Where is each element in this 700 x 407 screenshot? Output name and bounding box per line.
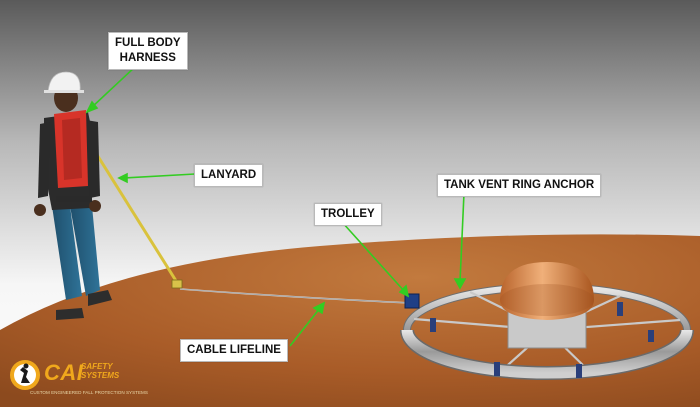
callout-cable-lifeline-label: CABLE LIFELINE [187, 344, 281, 356]
cai-logo: CAI SAFETY SYSTEMS CUSTOM ENGINEERED FAL… [8, 356, 148, 402]
lanyard-line [92, 149, 180, 285]
hard-hat [47, 71, 81, 93]
logo-line2: SYSTEMS [81, 371, 120, 380]
logo-safety-systems: SAFETY SYSTEMS [81, 362, 119, 380]
callout-lanyard: LANYARD [194, 164, 264, 187]
vent-dome [500, 262, 594, 320]
callout-trolley: TROLLEY [314, 203, 382, 226]
ring-clamps [430, 302, 654, 378]
logo-line1: SAFETY [81, 362, 113, 371]
callout-tank-vent-ring-anchor-label: TANK VENT RING ANCHOR [444, 179, 595, 191]
logo-emblem-icon [10, 360, 40, 390]
callout-cable-lifeline: CABLE LIFELINE [180, 339, 288, 362]
trolley [404, 293, 420, 309]
callout-arrows [85, 65, 467, 347]
callout-trolley-label: TROLLEY [321, 208, 375, 220]
callout-full-body-harness-label: FULL BODY HARNESS [115, 37, 181, 64]
logo-brand: CAI [44, 360, 84, 385]
worker-figure [34, 71, 112, 320]
callout-lanyard-label: LANYARD [201, 169, 257, 181]
logo-tagline: CUSTOM ENGINEERED FALL PROTECTION SYSTEM… [30, 390, 148, 395]
callout-tank-vent-ring-anchor: TANK VENT RING ANCHOR [437, 174, 602, 197]
lanyard-connector [171, 279, 183, 289]
callout-full-body-harness: FULL BODY HARNESS [108, 32, 188, 70]
